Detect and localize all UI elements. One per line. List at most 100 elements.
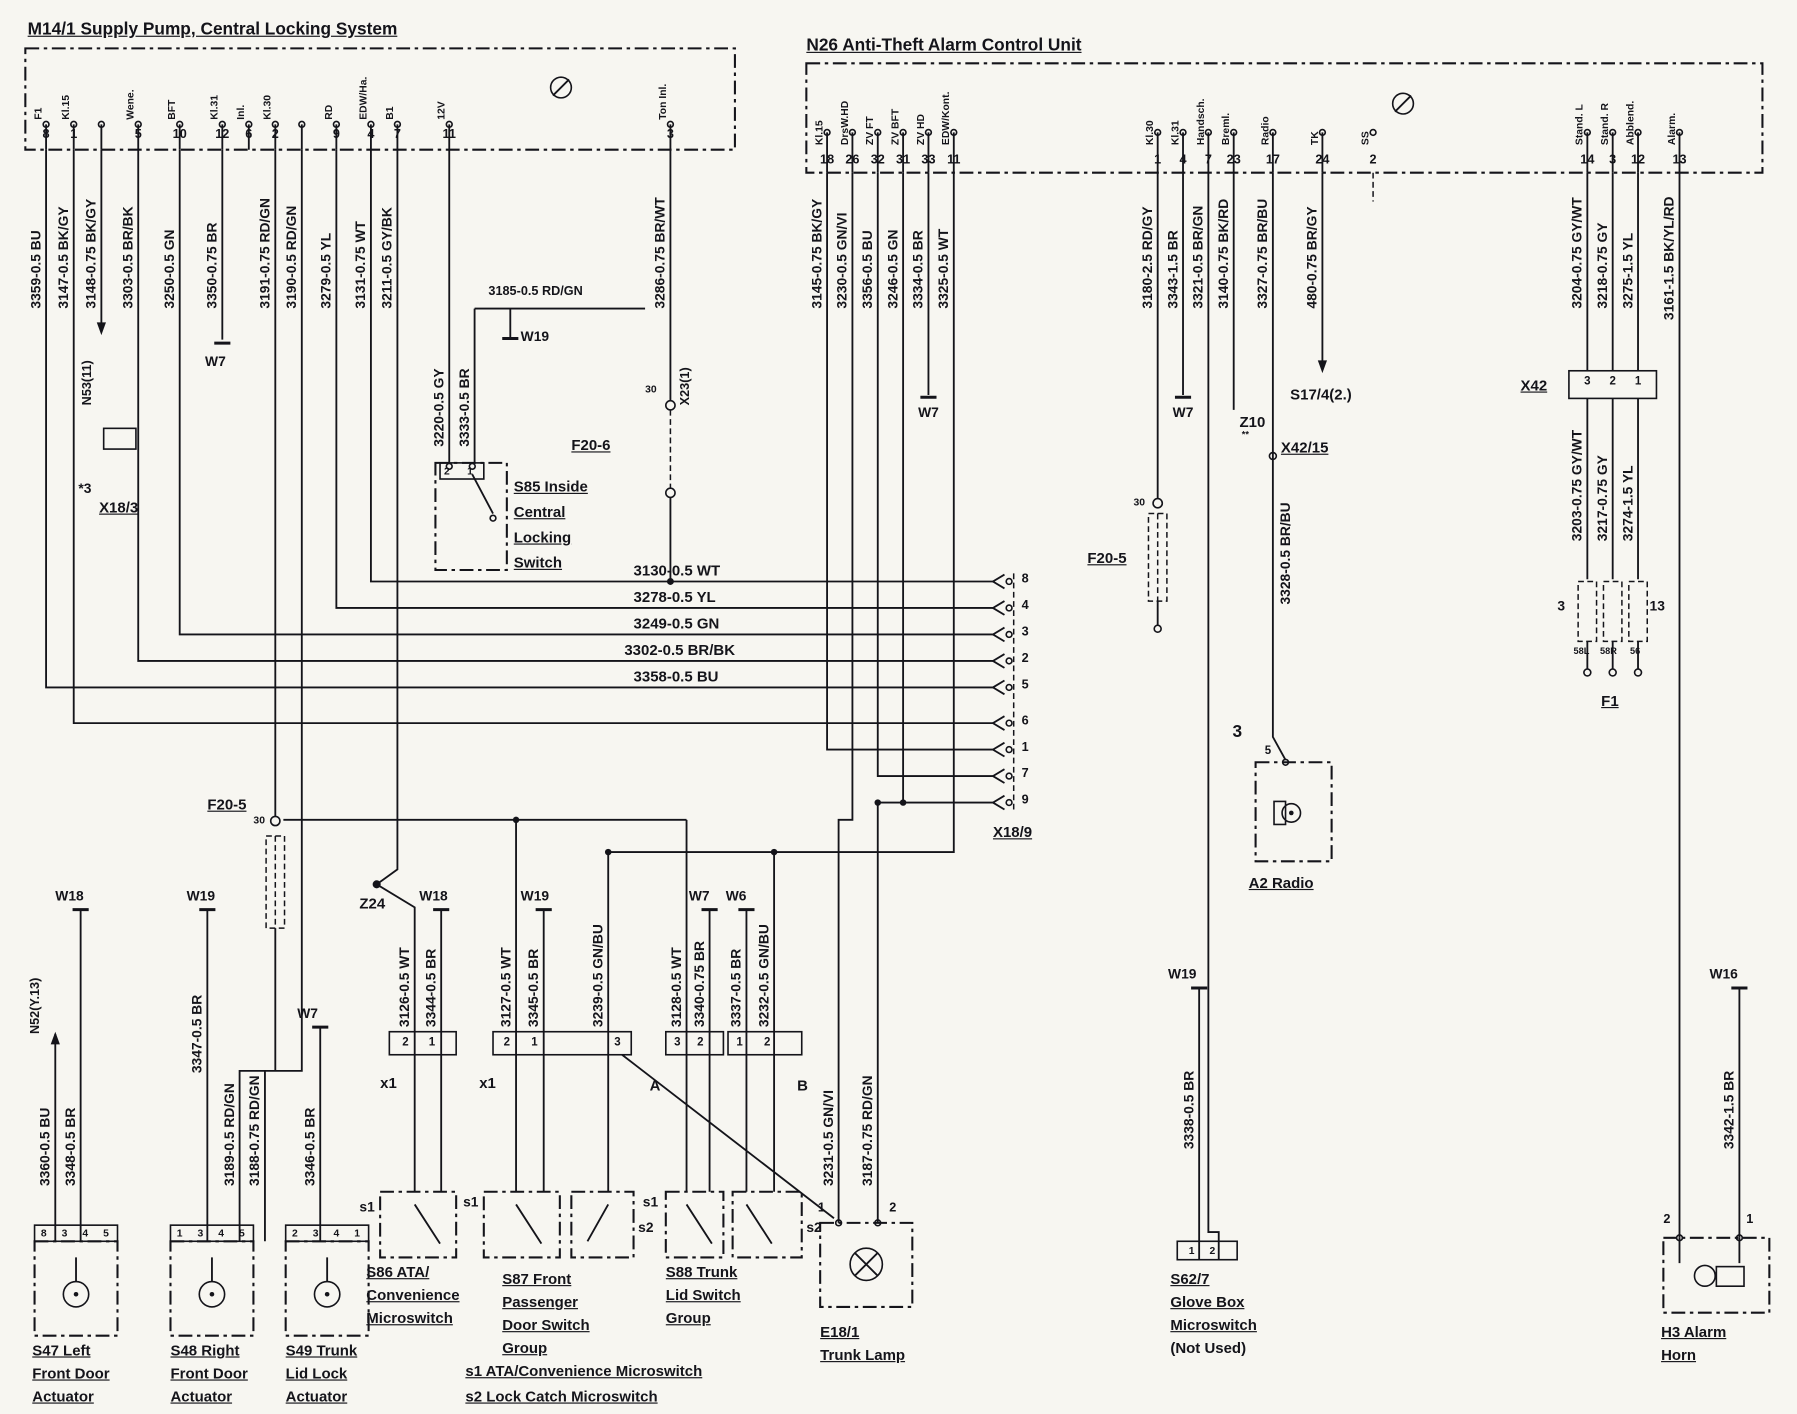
- connector-label: X42/15: [1280, 438, 1329, 456]
- x18-9-pin: 3: [1021, 625, 1029, 640]
- wire-label: 3218-0.75 GY: [1594, 222, 1611, 309]
- conn-pin: 2: [763, 1036, 771, 1049]
- title-n26: N26 Anti-Theft Alarm Control Unit: [806, 35, 1082, 56]
- caption: s2 Lock Catch Microswitch: [465, 1387, 658, 1405]
- wire-label: 3279-0.5 YL: [317, 232, 335, 309]
- fuse-pin: 13: [1649, 597, 1665, 614]
- connector-label: N53(11): [80, 360, 95, 406]
- marker: **: [1241, 429, 1249, 440]
- fuse-terminal: 58R: [1600, 645, 1617, 657]
- terminal-label: 30: [645, 383, 657, 395]
- title-m14: M14/1 Supply Pump, Central Locking Syste…: [27, 19, 398, 40]
- m14-pin-name: RD: [322, 104, 335, 120]
- n26-pin: 11: [947, 153, 961, 167]
- ground-label: W7: [918, 404, 939, 421]
- component-name: S49 Trunk: [285, 1341, 358, 1359]
- m14-pin: 3: [666, 127, 674, 142]
- n26-pin: 7: [1204, 153, 1212, 167]
- wire-label: 3217-0.75 GY: [1594, 455, 1611, 542]
- arrow-s17: [1317, 360, 1328, 374]
- n26-pin: 26: [845, 153, 860, 167]
- connector-label: Z24: [359, 894, 386, 912]
- conn-pin: 1: [428, 1036, 436, 1049]
- m14-pin: 8: [42, 127, 50, 142]
- key-symbol: [549, 76, 573, 99]
- m14-pin-name: Kl.31: [208, 94, 221, 120]
- n26-pin-name: Breml.: [1219, 112, 1232, 146]
- a2-pin: 3: [1232, 721, 1243, 742]
- m14-pin-name: F1: [32, 107, 44, 120]
- n26-pin: 31: [896, 153, 911, 167]
- component-name: S87 Front: [502, 1270, 572, 1288]
- n26-pin: 14: [1580, 153, 1595, 167]
- x42-pin: 3: [1584, 375, 1591, 389]
- bus-label: 3278-0.5 YL: [633, 588, 716, 606]
- connector-label: F20-5: [1087, 549, 1127, 567]
- conn-name: x1: [380, 1074, 397, 1092]
- connector-brackets: [33, 369, 1745, 1287]
- wire-label: 3145-0.75 BK/GY: [808, 198, 825, 309]
- n26-pin-name: ZV FT: [863, 116, 876, 146]
- m14-pin: 11: [442, 127, 456, 142]
- wire-label: 3348-0.5 BR: [62, 1107, 79, 1187]
- component-name: Convenience: [366, 1286, 460, 1304]
- bus-label: 3302-0.5 BR/BK: [624, 641, 736, 659]
- ground-label: W6: [725, 887, 747, 904]
- component-name: S86 ATA/: [366, 1263, 430, 1281]
- component-name: S17/4(2.): [1290, 385, 1352, 404]
- wire-label: 3246-0.5 GN: [884, 229, 901, 309]
- ground-label: W18: [419, 887, 448, 904]
- m14-pin-name: 12V: [435, 101, 447, 120]
- component-name: Actuator: [170, 1387, 233, 1405]
- connector-label: N52(Y.13): [28, 977, 43, 1035]
- n26-pin: 33: [921, 153, 936, 167]
- wire-label: 3321-0.5 BR/GN: [1189, 205, 1207, 309]
- component-name: S88 Trunk: [665, 1263, 738, 1281]
- n26-pin-name: Alarm.: [1665, 112, 1678, 146]
- conn-pin: 1: [736, 1036, 743, 1049]
- n26-pin: 12: [1630, 153, 1646, 167]
- x18-9-pin: 9: [1021, 793, 1029, 808]
- conn-pin: 4: [333, 1227, 340, 1239]
- wire-label: 3180-2.5 RD/GY: [1139, 206, 1156, 309]
- wire-label: 3333-0.5 BR: [456, 368, 473, 447]
- x42-pin: 1: [1634, 375, 1642, 389]
- conn-pin: 2: [444, 465, 450, 477]
- wire-label: 3342-1.5 BR: [1720, 1070, 1738, 1150]
- actuator-motor-icon: [62, 1280, 90, 1308]
- n26-pin-name: Handsch.: [1194, 98, 1207, 146]
- conn-pin: 2: [503, 1036, 511, 1049]
- m14-pin-name: Kl.15: [59, 94, 72, 120]
- n26-pin-name: Kl.31: [1169, 120, 1181, 146]
- n26-pin-name: Abblend.: [1624, 100, 1636, 146]
- wire-label: 3147-0.5 BK/GY: [55, 206, 72, 309]
- n26-pin: 13: [1672, 153, 1687, 167]
- m14-pin: 7: [393, 127, 401, 142]
- wire-label: 3250-0.5 GN: [161, 229, 178, 309]
- x18-9-pin: 4: [1021, 598, 1029, 613]
- ground-label: W7: [688, 887, 710, 904]
- component-name: Horn: [1661, 1346, 1697, 1364]
- x18-9-pin: 7: [1021, 766, 1029, 781]
- conn-pin: 3: [312, 1227, 319, 1239]
- bus-label: 3249-0.5 GN: [633, 614, 720, 633]
- connector-label: X42: [1520, 376, 1548, 394]
- component-name: Microswitch: [1170, 1316, 1257, 1334]
- component-name: Front Door: [32, 1364, 110, 1382]
- n26-pin-name: SS: [1359, 131, 1371, 146]
- wire-label: 3203-0.75 GY/WT: [1568, 429, 1586, 542]
- wire-label: 3347-0.5 BR: [188, 994, 206, 1074]
- component-name: Switch: [513, 553, 563, 572]
- ground-label: W16: [1709, 966, 1738, 983]
- wire-label: 3350-0.75 BR: [203, 222, 221, 309]
- terminal-label: 30: [1133, 496, 1146, 508]
- switch-label: s1: [463, 1194, 479, 1211]
- horn-icon: [1693, 1264, 1717, 1287]
- component-name: S85 Inside: [513, 477, 588, 496]
- conn-name: x1: [479, 1074, 496, 1092]
- m14-pin-name: Ton Inl.: [656, 83, 669, 120]
- wire-label: 3232-0.5 GN/BU: [755, 924, 772, 1028]
- ground-label: W7: [297, 1005, 318, 1022]
- wire-label: 3191-0.75 RD/GN: [256, 197, 274, 309]
